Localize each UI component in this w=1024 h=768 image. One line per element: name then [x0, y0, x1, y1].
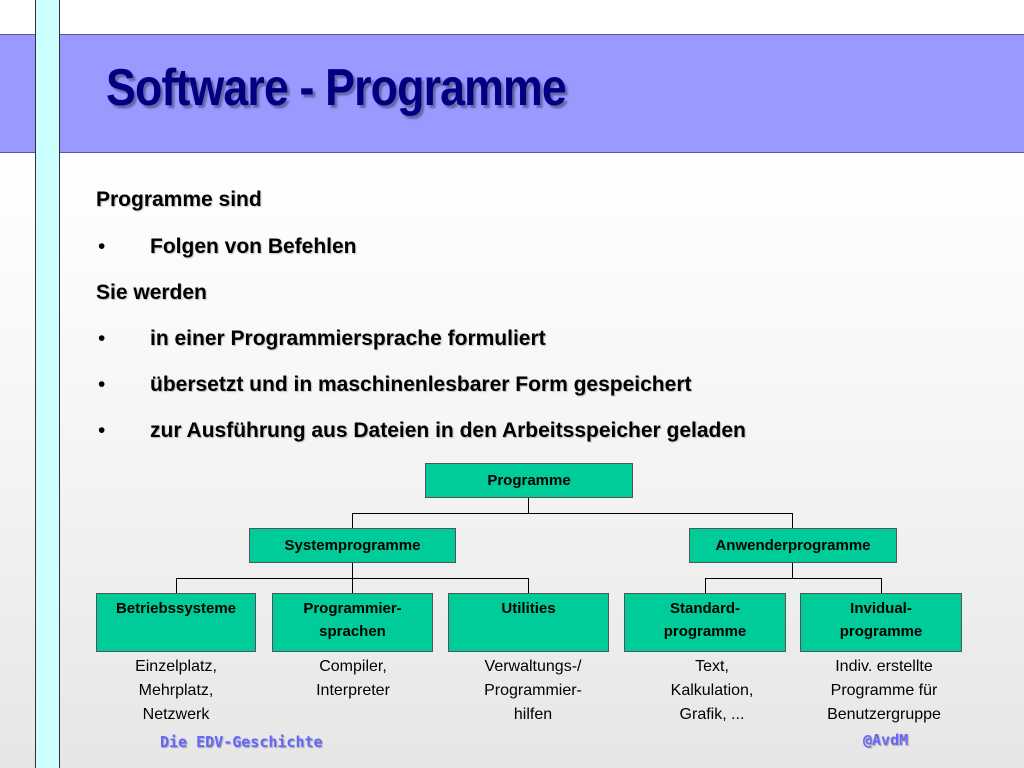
connector-line [705, 578, 882, 579]
footer-right-text: @AvdM [863, 731, 909, 749]
connector-line [528, 578, 529, 594]
bullet-item: in einer Programmiersprache formuliert [150, 327, 546, 350]
leaf-description: Indiv. erstellte Programme für Benutzerg… [827, 658, 941, 723]
connector-line [352, 562, 353, 578]
bullet-marker: • [98, 327, 106, 350]
connector-line [528, 497, 529, 513]
node-label: Programme [487, 472, 571, 489]
header-band [0, 34, 1024, 153]
node-systemprogramme: Systemprogramme [249, 528, 456, 563]
connector-line [881, 578, 882, 594]
node-label: Standard- programme [663, 600, 747, 640]
node-anwenderprogramme: Anwenderprogramme [689, 528, 897, 563]
left-accent-bar [35, 0, 60, 768]
node-programme: Programme [425, 463, 633, 498]
bullet-marker: • [98, 373, 106, 396]
bullet-item: übersetzt und in maschinenlesbarer Form … [150, 373, 692, 396]
node-label: Utilities [501, 600, 556, 617]
footer-left-text: Die EDV-Geschichte [160, 733, 323, 751]
node-label: Invidual- programme [839, 600, 923, 640]
bullet-marker: • [98, 419, 106, 442]
connector-line [352, 578, 353, 594]
node-label: Betriebssysteme [115, 600, 237, 617]
connector-line [705, 578, 706, 594]
heading-programme-sind: Programme sind [96, 188, 262, 211]
leaf-description: Einzelplatz, Mehrplatz, Netzwerk [135, 658, 217, 723]
connector-line [792, 513, 793, 528]
node-label: Programmier- sprachen [303, 600, 402, 640]
node-utilities: Utilities [448, 593, 609, 652]
node-programmiersprachen: Programmier- sprachen [272, 593, 433, 652]
bullet-item: zur Ausführung aus Dateien in den Arbeit… [150, 419, 746, 442]
node-label: Systemprogramme [284, 537, 421, 554]
slide-title: Software - Programme [106, 59, 567, 117]
node-label: Anwenderprogramme [715, 537, 871, 554]
node-invidualprogramme: Invidual- programme [800, 593, 962, 652]
leaf-description: Compiler, Interpreter [316, 658, 390, 699]
heading-sie-werden: Sie werden [96, 281, 207, 304]
connector-line [176, 578, 177, 594]
bullet-marker: • [98, 235, 106, 258]
leaf-description: Text, Kalkulation, Grafik, ... [670, 658, 754, 723]
node-standardprogramme: Standard- programme [624, 593, 786, 652]
connector-line [352, 513, 353, 528]
leaf-description: Verwaltungs-/ Programmier- hilfen [484, 658, 582, 723]
bullet-item: Folgen von Befehlen [150, 235, 357, 258]
node-betriebssysteme: Betriebssysteme [96, 593, 256, 652]
connector-line [352, 513, 793, 514]
connector-line [792, 562, 793, 578]
